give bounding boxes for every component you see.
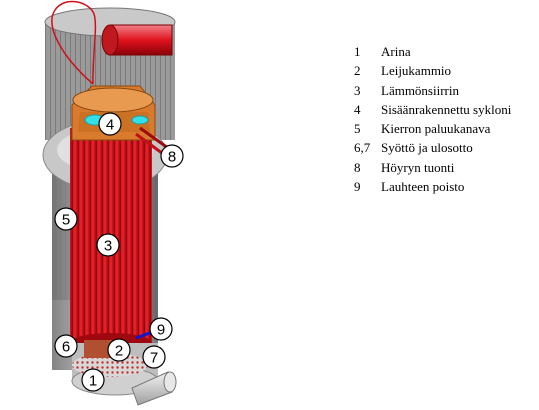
legend-number: 1 [354, 44, 361, 59]
legend-number: 9 [354, 179, 361, 195]
marker-2: 2 [107, 338, 131, 362]
svg-text:2: 2 [115, 343, 123, 360]
marker-4: 4 [98, 112, 122, 136]
svg-text:3: 3 [104, 238, 112, 255]
marker-7: 7 [142, 345, 166, 369]
legend: 1 Arina 2 Leijukammio 3 Lämmönsiirrin 4 … [354, 42, 511, 196]
legend-number: 2 [354, 63, 361, 79]
marker-9: 9 [149, 317, 173, 341]
legend-row: 3 Lämmönsiirrin [354, 81, 511, 100]
marker-1: 1 [81, 368, 105, 392]
legend-number: 8 [354, 159, 361, 175]
legend-row: 6,7 Syöttö ja ulosotto [354, 138, 511, 157]
legend-number: 4 [354, 101, 361, 117]
marker-3: 3 [96, 233, 120, 257]
legend-label: Syöttö ja ulosotto [381, 140, 473, 156]
legend-number: 5 [354, 121, 361, 137]
legend-row: 2 Leijukammio [354, 61, 511, 80]
legend-label: Arina [381, 44, 411, 59]
svg-text:4: 4 [106, 117, 114, 134]
legend-label: Lämmönsiirrin [381, 82, 459, 98]
legend-label: Kierron paluukanava [381, 121, 491, 137]
top-steam-pipe [101, 24, 173, 56]
legend-row: 5 Kierron paluukanava [354, 119, 511, 138]
legend-row: 4 Sisäänrakennettu sykloni [354, 100, 511, 119]
legend-row: 1 Arina [354, 42, 511, 61]
svg-text:8: 8 [168, 149, 176, 166]
legend-label: Leijukammio [381, 63, 452, 79]
marker-6: 6 [54, 334, 78, 358]
svg-text:7: 7 [150, 350, 158, 367]
marker-8: 8 [160, 144, 184, 168]
outlet-pipe [131, 371, 177, 406]
marker-5: 5 [54, 207, 78, 231]
legend-label: Höyryn tuonti [381, 159, 455, 175]
svg-text:1: 1 [89, 373, 97, 390]
legend-row: 8 Höyryn tuonti [354, 158, 511, 177]
legend-number: 3 [354, 82, 361, 98]
top-loop-line [51, 0, 97, 85]
legend-label: Lauhteen poisto [381, 179, 465, 195]
svg-text:5: 5 [62, 212, 70, 229]
legend-number: 6,7 [354, 140, 371, 156]
svg-text:9: 9 [157, 322, 165, 339]
svg-text:6: 6 [62, 339, 70, 356]
legend-row: 9 Lauhteen poisto [354, 177, 511, 196]
legend-label: Sisäänrakennettu sykloni [381, 101, 512, 117]
